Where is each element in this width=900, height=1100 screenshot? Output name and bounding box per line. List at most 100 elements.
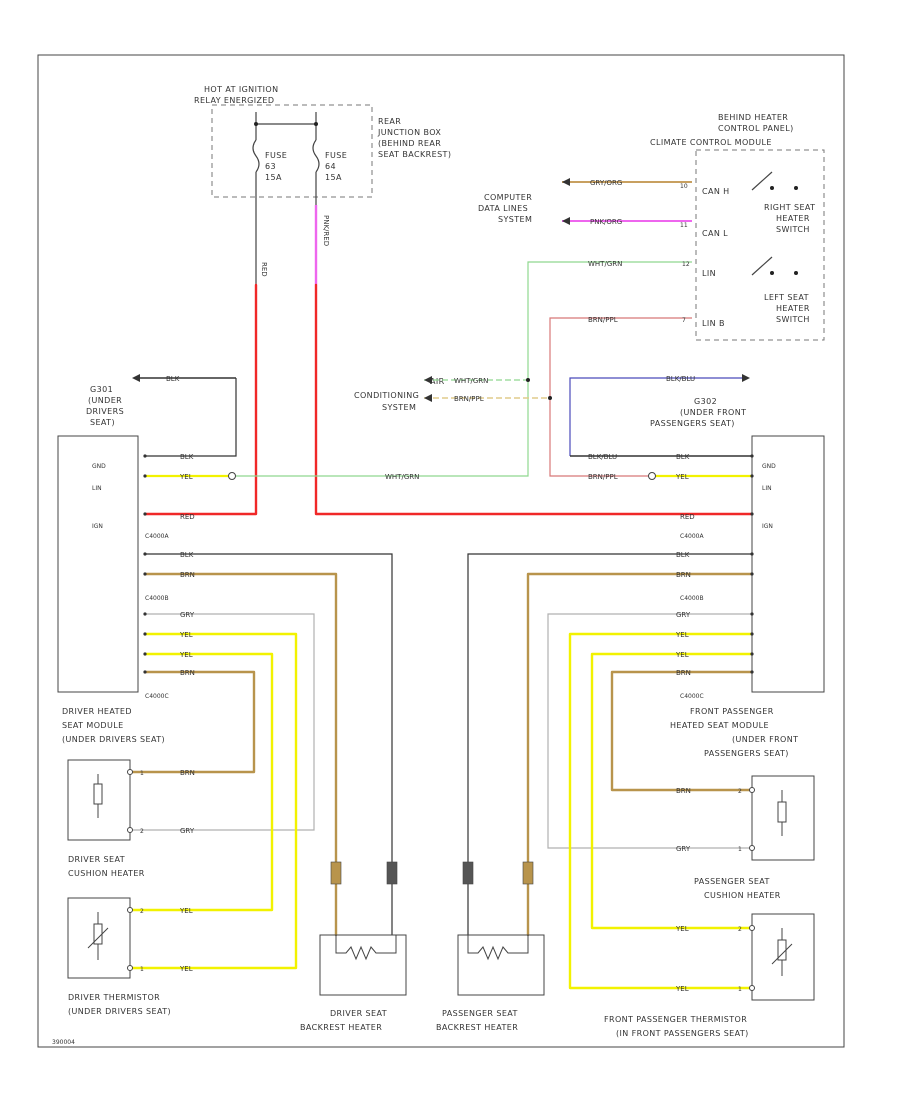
svg-text:YEL: YEL <box>179 631 193 639</box>
passenger-ground-wire <box>569 377 742 456</box>
passenger-thermistor-yel-wire-2 <box>590 652 754 930</box>
svg-text:2: 2 <box>140 908 144 915</box>
rjb-label-3: (BEHIND REAR <box>378 139 441 148</box>
svg-text:2: 2 <box>738 788 742 795</box>
passenger-module-label-1: FRONT PASSENGER <box>690 707 774 716</box>
svg-text:LEFT SEAT: LEFT SEAT <box>764 293 809 302</box>
svg-text:1: 1 <box>738 846 742 853</box>
svg-text:GND: GND <box>92 463 106 470</box>
svg-text:BRN: BRN <box>180 669 195 677</box>
svg-text:BRN: BRN <box>180 769 195 777</box>
passenger-backrest-blk-wire <box>467 553 752 935</box>
driver-thermistor-label-2: (UNDER DRIVERS SEAT) <box>68 1007 171 1016</box>
passenger-lin-wire <box>549 317 692 477</box>
passenger-module-label-4: PASSENGERS SEAT) <box>704 749 789 758</box>
climate-control-module <box>695 149 825 341</box>
svg-text:1: 1 <box>140 966 144 973</box>
driver-backrest-heater <box>319 861 407 996</box>
ac-label-1: AIR <box>430 377 445 386</box>
svg-text:2: 2 <box>140 828 144 835</box>
rjb-label-4: SEAT BACKREST) <box>378 150 451 159</box>
driver-cushion-heater: 1 2 <box>67 759 144 841</box>
svg-text:BLK/BLU: BLK/BLU <box>666 375 695 383</box>
svg-text:HEATER: HEATER <box>776 214 810 223</box>
computer-label-1: COMPUTER <box>484 193 532 202</box>
driver-thermistor-yel-wire-2 <box>128 652 274 912</box>
passenger-thermistor-label-2: (IN FRONT PASSENGERS SEAT) <box>616 1029 749 1038</box>
svg-text:C4000C: C4000C <box>680 693 704 700</box>
fuse-63: FUSE 63 15A <box>252 124 287 205</box>
passenger-cushion-gry-wire <box>547 613 752 849</box>
svg-text:C4000C: C4000C <box>145 693 169 700</box>
passenger-thermistor-label-1: FRONT PASSENGER THERMISTOR <box>604 1015 747 1024</box>
driver-ign-wire <box>143 283 258 516</box>
right-seat-heater-switch: RIGHT SEAT HEATER SWITCH <box>751 171 815 234</box>
svg-text:64: 64 <box>325 162 336 171</box>
passenger-cushion-label-1: PASSENGER SEAT <box>694 877 770 886</box>
passenger-ign-wire <box>314 283 754 516</box>
svg-text:YEL: YEL <box>179 473 193 481</box>
svg-text:LIN: LIN <box>92 485 102 492</box>
svg-text:BRN: BRN <box>676 787 691 795</box>
svg-text:GRY: GRY <box>676 845 691 853</box>
svg-text:7: 7 <box>682 317 686 324</box>
svg-text:BLK: BLK <box>166 375 180 383</box>
svg-text:BLK/BLU: BLK/BLU <box>588 453 617 461</box>
svg-text:IGN: IGN <box>92 523 103 530</box>
driver-backrest-blk-wire <box>145 553 393 935</box>
ctrl-label-3: CLIMATE CONTROL MODULE <box>650 138 772 147</box>
driver-cushion-label-2: CUSHION HEATER <box>68 869 145 878</box>
svg-text:12: 12 <box>682 261 690 268</box>
footer-code: 390004 <box>52 1039 75 1046</box>
svg-text:PNK/ORG: PNK/ORG <box>590 218 622 226</box>
driver-module-label-2: SEAT MODULE <box>62 721 124 730</box>
driver-backrest-label-1: DRIVER SEAT <box>330 1009 387 1018</box>
passenger-backrest-label-2: BACKREST HEATER <box>436 1023 518 1032</box>
svg-text:FUSE: FUSE <box>265 151 287 160</box>
rear-junction-box <box>211 104 373 198</box>
pink-wire-label: PNK/RED <box>322 215 330 246</box>
g301-label-2: (UNDER <box>88 396 122 405</box>
g301-label-4: SEAT) <box>90 418 115 427</box>
svg-text:BRN: BRN <box>676 669 691 677</box>
g301-label-3: DRIVERS <box>86 407 124 416</box>
svg-text:RIGHT SEAT: RIGHT SEAT <box>764 203 815 212</box>
svg-text:C4000A: C4000A <box>680 533 704 540</box>
driver-heated-seat-module <box>57 435 139 693</box>
driver-thermistor-label-1: DRIVER THERMISTOR <box>68 993 160 1002</box>
rjb-label-1: REAR <box>378 117 401 126</box>
svg-text:LIN: LIN <box>702 269 716 278</box>
svg-text:RED: RED <box>180 513 195 521</box>
svg-text:HEATER: HEATER <box>776 304 810 313</box>
hot-ignition-label-1: HOT AT IGNITION <box>204 85 278 94</box>
svg-text:CAN H: CAN H <box>702 187 730 196</box>
svg-text:YEL: YEL <box>179 907 193 915</box>
passenger-backrest-heater <box>457 861 545 996</box>
svg-text:63: 63 <box>265 162 276 171</box>
g302-label-2: (UNDER FRONT <box>680 408 746 417</box>
driver-cushion-brn-wire <box>128 670 256 774</box>
g302-label-1: G302 <box>694 397 717 406</box>
driver-thermistor-yel-wire-1 <box>128 632 298 970</box>
computer-label-2: DATA LINES <box>478 204 528 213</box>
driver-backrest-label-2: BACKREST HEATER <box>300 1023 382 1032</box>
svg-text:WHT/GRN: WHT/GRN <box>385 473 419 481</box>
passenger-thermistor: 2 1 <box>738 913 815 1001</box>
svg-text:WHT/GRN: WHT/GRN <box>454 377 488 385</box>
computer-label-3: SYSTEM <box>498 215 532 224</box>
left-seat-heater-switch: LEFT SEAT HEATER SWITCH <box>751 256 810 324</box>
diagram-frame <box>37 54 845 1048</box>
svg-text:BRN: BRN <box>180 571 195 579</box>
svg-text:YEL: YEL <box>675 925 689 933</box>
passenger-cushion-label-2: CUSHION HEATER <box>704 891 781 900</box>
passenger-module-label-3: (UNDER FRONT <box>732 735 798 744</box>
svg-text:CAN L: CAN L <box>702 229 728 238</box>
svg-text:SWITCH: SWITCH <box>776 315 810 324</box>
svg-text:2: 2 <box>738 926 742 933</box>
svg-text:BRN/PPL: BRN/PPL <box>588 473 618 481</box>
svg-text:C4000A: C4000A <box>145 533 169 540</box>
passenger-backrest-brn-wire <box>526 572 754 937</box>
svg-text:GND: GND <box>762 463 776 470</box>
driver-backrest-brn-wire <box>143 572 338 937</box>
